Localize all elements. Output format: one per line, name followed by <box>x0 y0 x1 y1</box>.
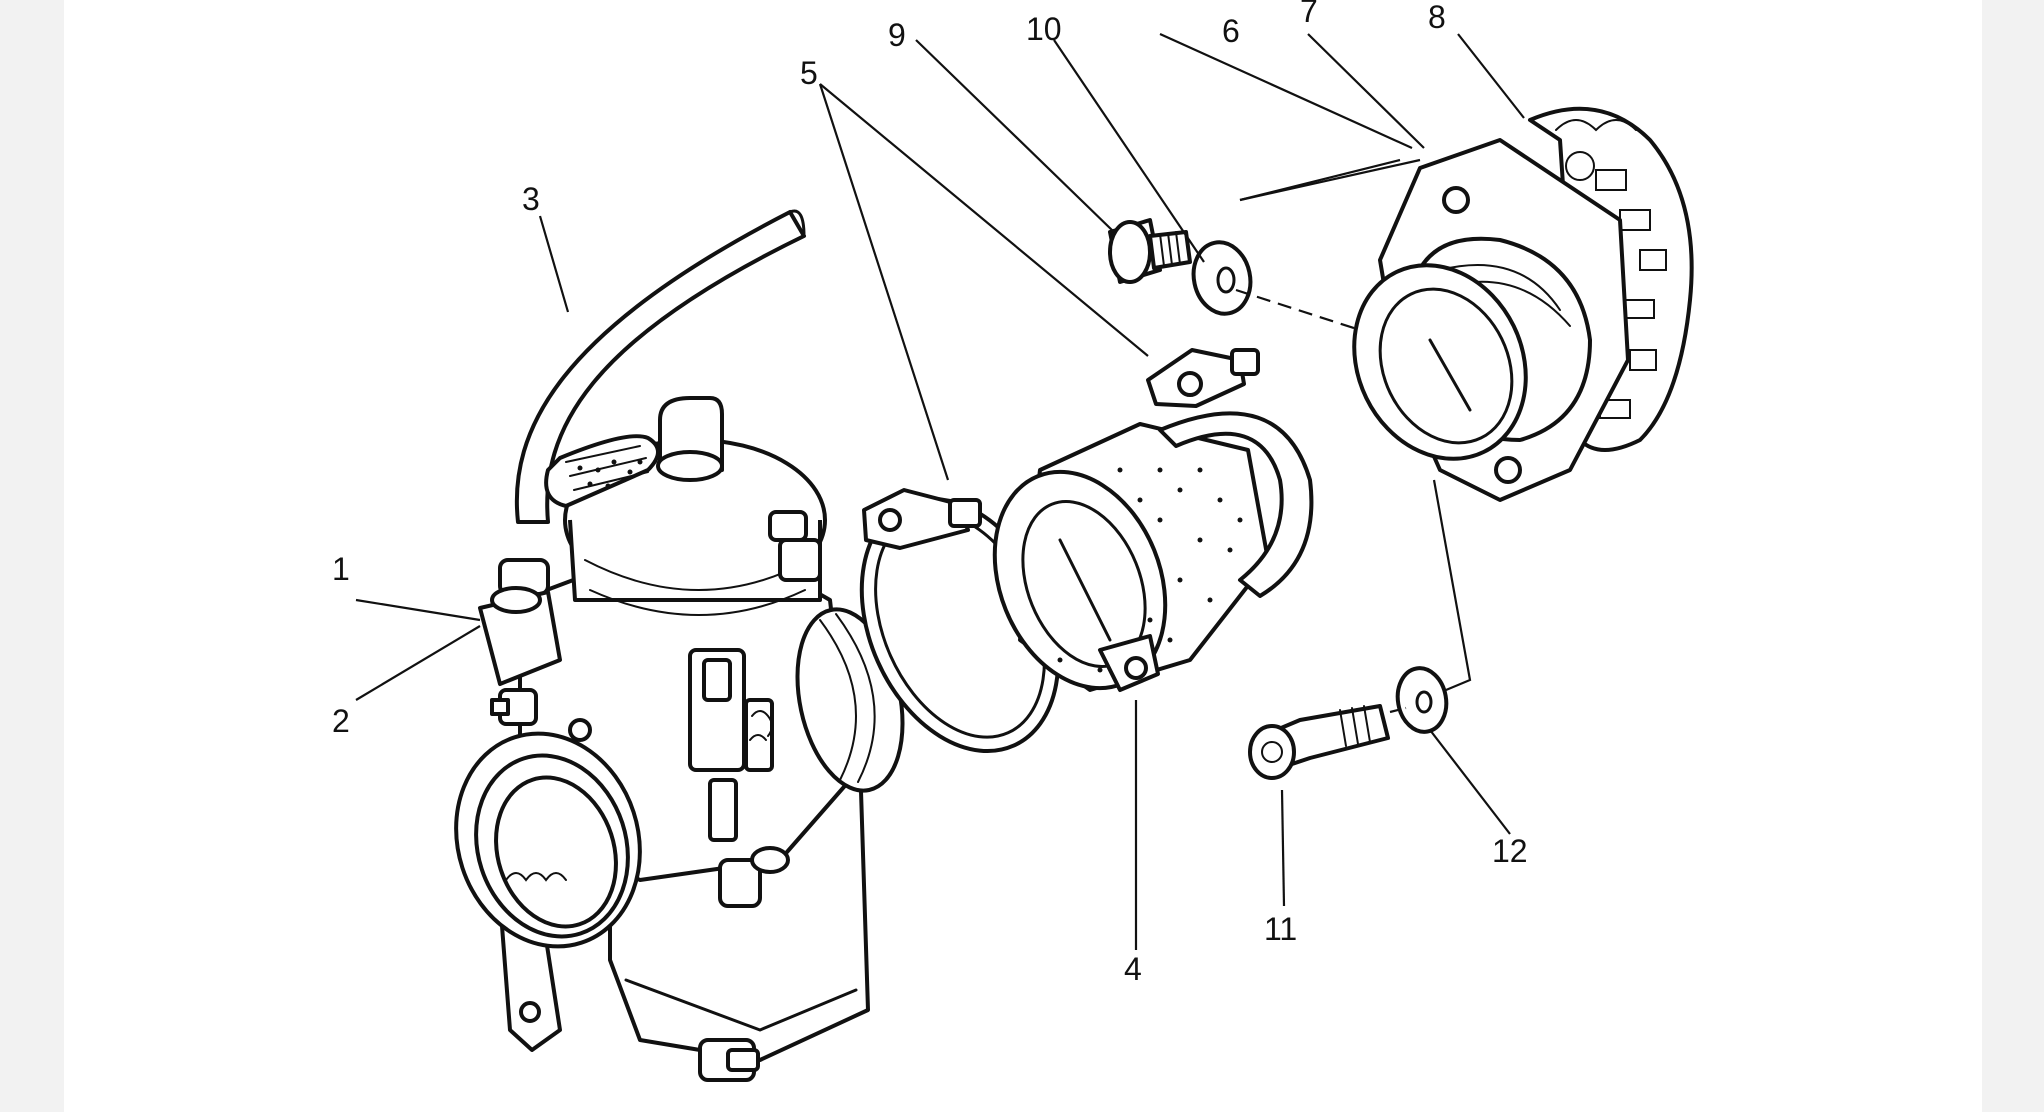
right-margin-band <box>1982 0 2044 1112</box>
callout-4: 4 <box>1124 951 1142 987</box>
hose-clamp-right <box>1146 348 1314 598</box>
flange-assembly <box>1352 106 1694 502</box>
callout-11: 11 <box>1264 911 1297 947</box>
callout-1: 1 <box>332 551 350 587</box>
left-margin-band <box>0 0 64 1112</box>
callout-10: 10 <box>1026 11 1062 47</box>
washer-10 <box>1191 240 1361 332</box>
callout-12: 12 <box>1492 833 1528 869</box>
callout-7: 7 <box>1300 0 1318 29</box>
callout-8: 8 <box>1428 0 1446 35</box>
intake-manifold <box>992 422 1270 692</box>
callout-6: 6 <box>1222 13 1240 49</box>
bolt-9 <box>1108 218 1192 284</box>
carburetor <box>454 396 905 1082</box>
callout-5: 5 <box>800 55 818 91</box>
fuel-filter <box>544 434 660 508</box>
manifold-texture <box>1057 467 1243 673</box>
callout-9: 9 <box>888 17 906 53</box>
leader-lines <box>355 32 1525 950</box>
callout-2: 2 <box>332 703 350 739</box>
washer-12 <box>1389 479 1472 734</box>
callout-3: 3 <box>522 181 540 217</box>
screw-11 <box>1248 704 1390 780</box>
callout-labels: 1 2 3 4 5 6 7 8 9 10 11 12 <box>332 0 1528 987</box>
